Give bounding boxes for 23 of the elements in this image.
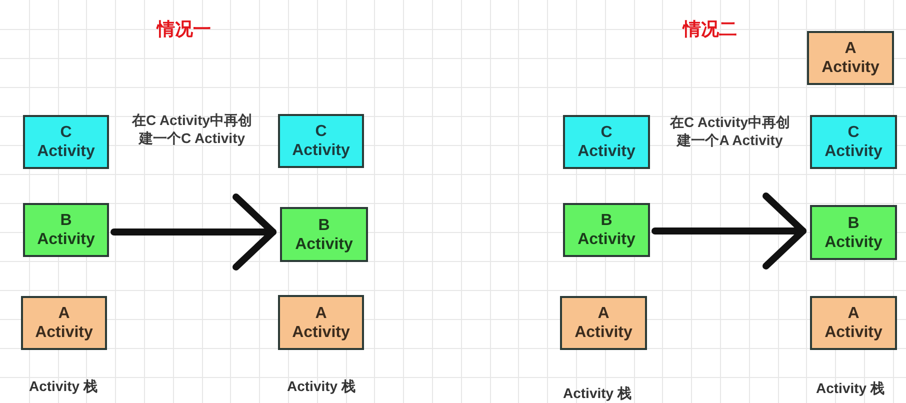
activity-box: B Activity	[23, 203, 109, 257]
activity-box: A Activity	[21, 296, 107, 350]
activity-box: C Activity	[810, 115, 897, 169]
activity-box: A Activity	[807, 31, 894, 85]
activity-box: A Activity	[560, 296, 647, 350]
activity-box: B Activity	[280, 207, 368, 262]
stack-label: Activity 栈	[287, 378, 356, 395]
activity-box: B Activity	[563, 203, 650, 257]
activity-box: B Activity	[810, 205, 897, 260]
activity-box: C Activity	[563, 115, 650, 169]
activity-box: C Activity	[278, 114, 364, 168]
section-heading: 情况一	[157, 19, 211, 41]
activity-box: A Activity	[278, 295, 364, 350]
arrow	[652, 192, 806, 270]
stack-label: Activity 栈	[563, 385, 632, 402]
activity-box: C Activity	[23, 115, 109, 169]
note-text: 在C Activity中再创建一个C Activity	[130, 111, 254, 147]
stack-label: Activity 栈	[29, 378, 98, 395]
arrow	[110, 194, 276, 270]
note-text: 在C Activity中再创建一个A Activity	[668, 113, 792, 149]
stack-label: Activity 栈	[816, 380, 884, 397]
section-heading: 情况二	[683, 19, 737, 41]
activity-box: A Activity	[810, 296, 897, 350]
